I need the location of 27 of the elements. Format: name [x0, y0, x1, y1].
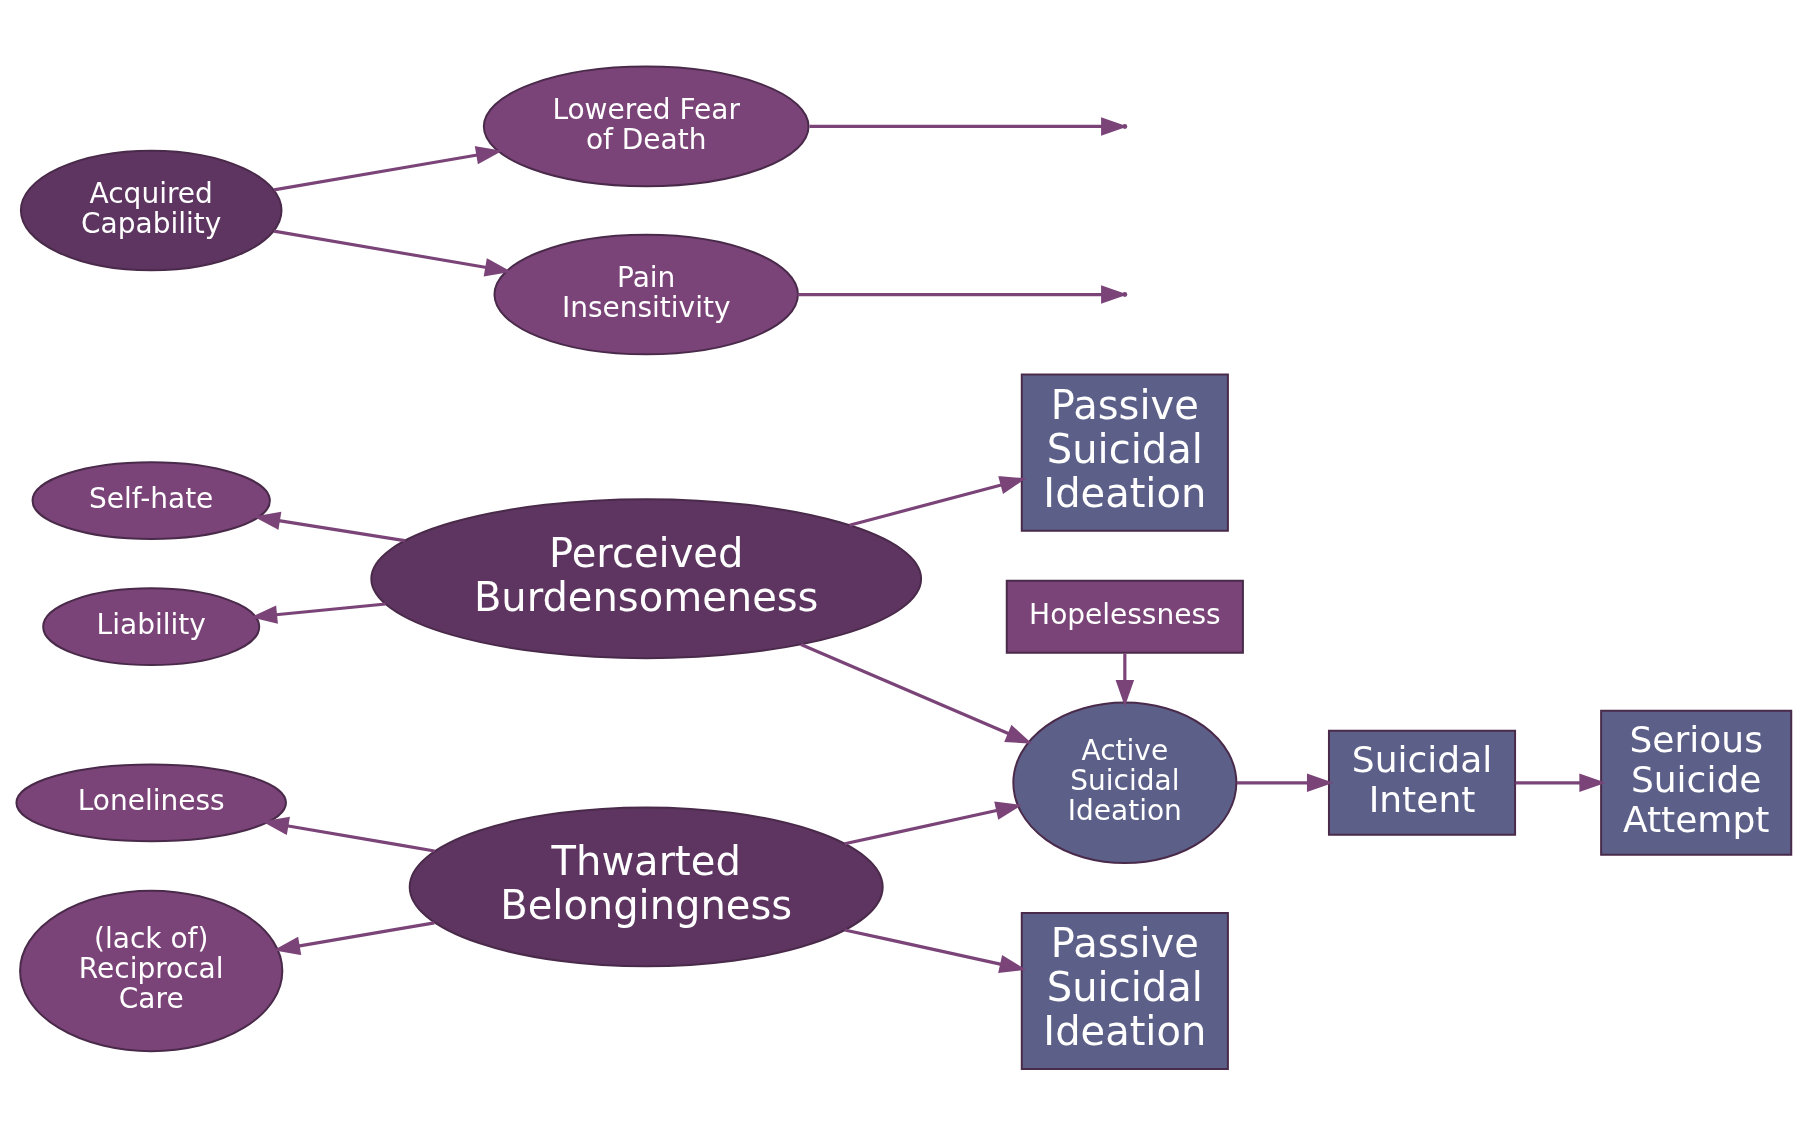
node-ellipse: Active Suicidal Ideation	[1012, 701, 1238, 865]
node-ellipse: Acquired Capability	[19, 149, 283, 272]
arrow	[273, 146, 503, 192]
arrow	[253, 511, 406, 543]
node-ellipse: Thwarted Belongingness	[408, 806, 884, 968]
arrow	[273, 921, 435, 955]
node-ellipse: Loneliness	[15, 763, 287, 843]
arrow	[273, 229, 512, 277]
node-ellipse: Self-hate	[31, 461, 271, 541]
node-box: Passive Suicidal Ideation	[1020, 373, 1229, 532]
node-ellipse: Lowered Fear of Death	[482, 65, 810, 188]
arrow	[1515, 773, 1606, 793]
node-box: Serious Suicide Attempt	[1600, 709, 1793, 856]
node-ellipse: (lack of) Reciprocal Care	[19, 889, 284, 1053]
arrow	[844, 801, 1023, 846]
node-box: Hopelessness	[1005, 579, 1244, 654]
node-ellipse: Perceived Burdensomeness	[370, 498, 923, 660]
arrow	[262, 816, 435, 853]
arrow	[849, 476, 1027, 527]
node-box: Suicidal Intent	[1327, 729, 1517, 836]
arrow	[1236, 773, 1334, 793]
node-ellipse: Liability	[42, 587, 261, 667]
node-ellipse: Pain Insensitivity	[493, 233, 799, 356]
arrow	[844, 928, 1026, 974]
node-box: Passive Suicidal Ideation	[1020, 911, 1229, 1070]
arrow	[1115, 653, 1135, 707]
arrow	[800, 642, 1033, 744]
